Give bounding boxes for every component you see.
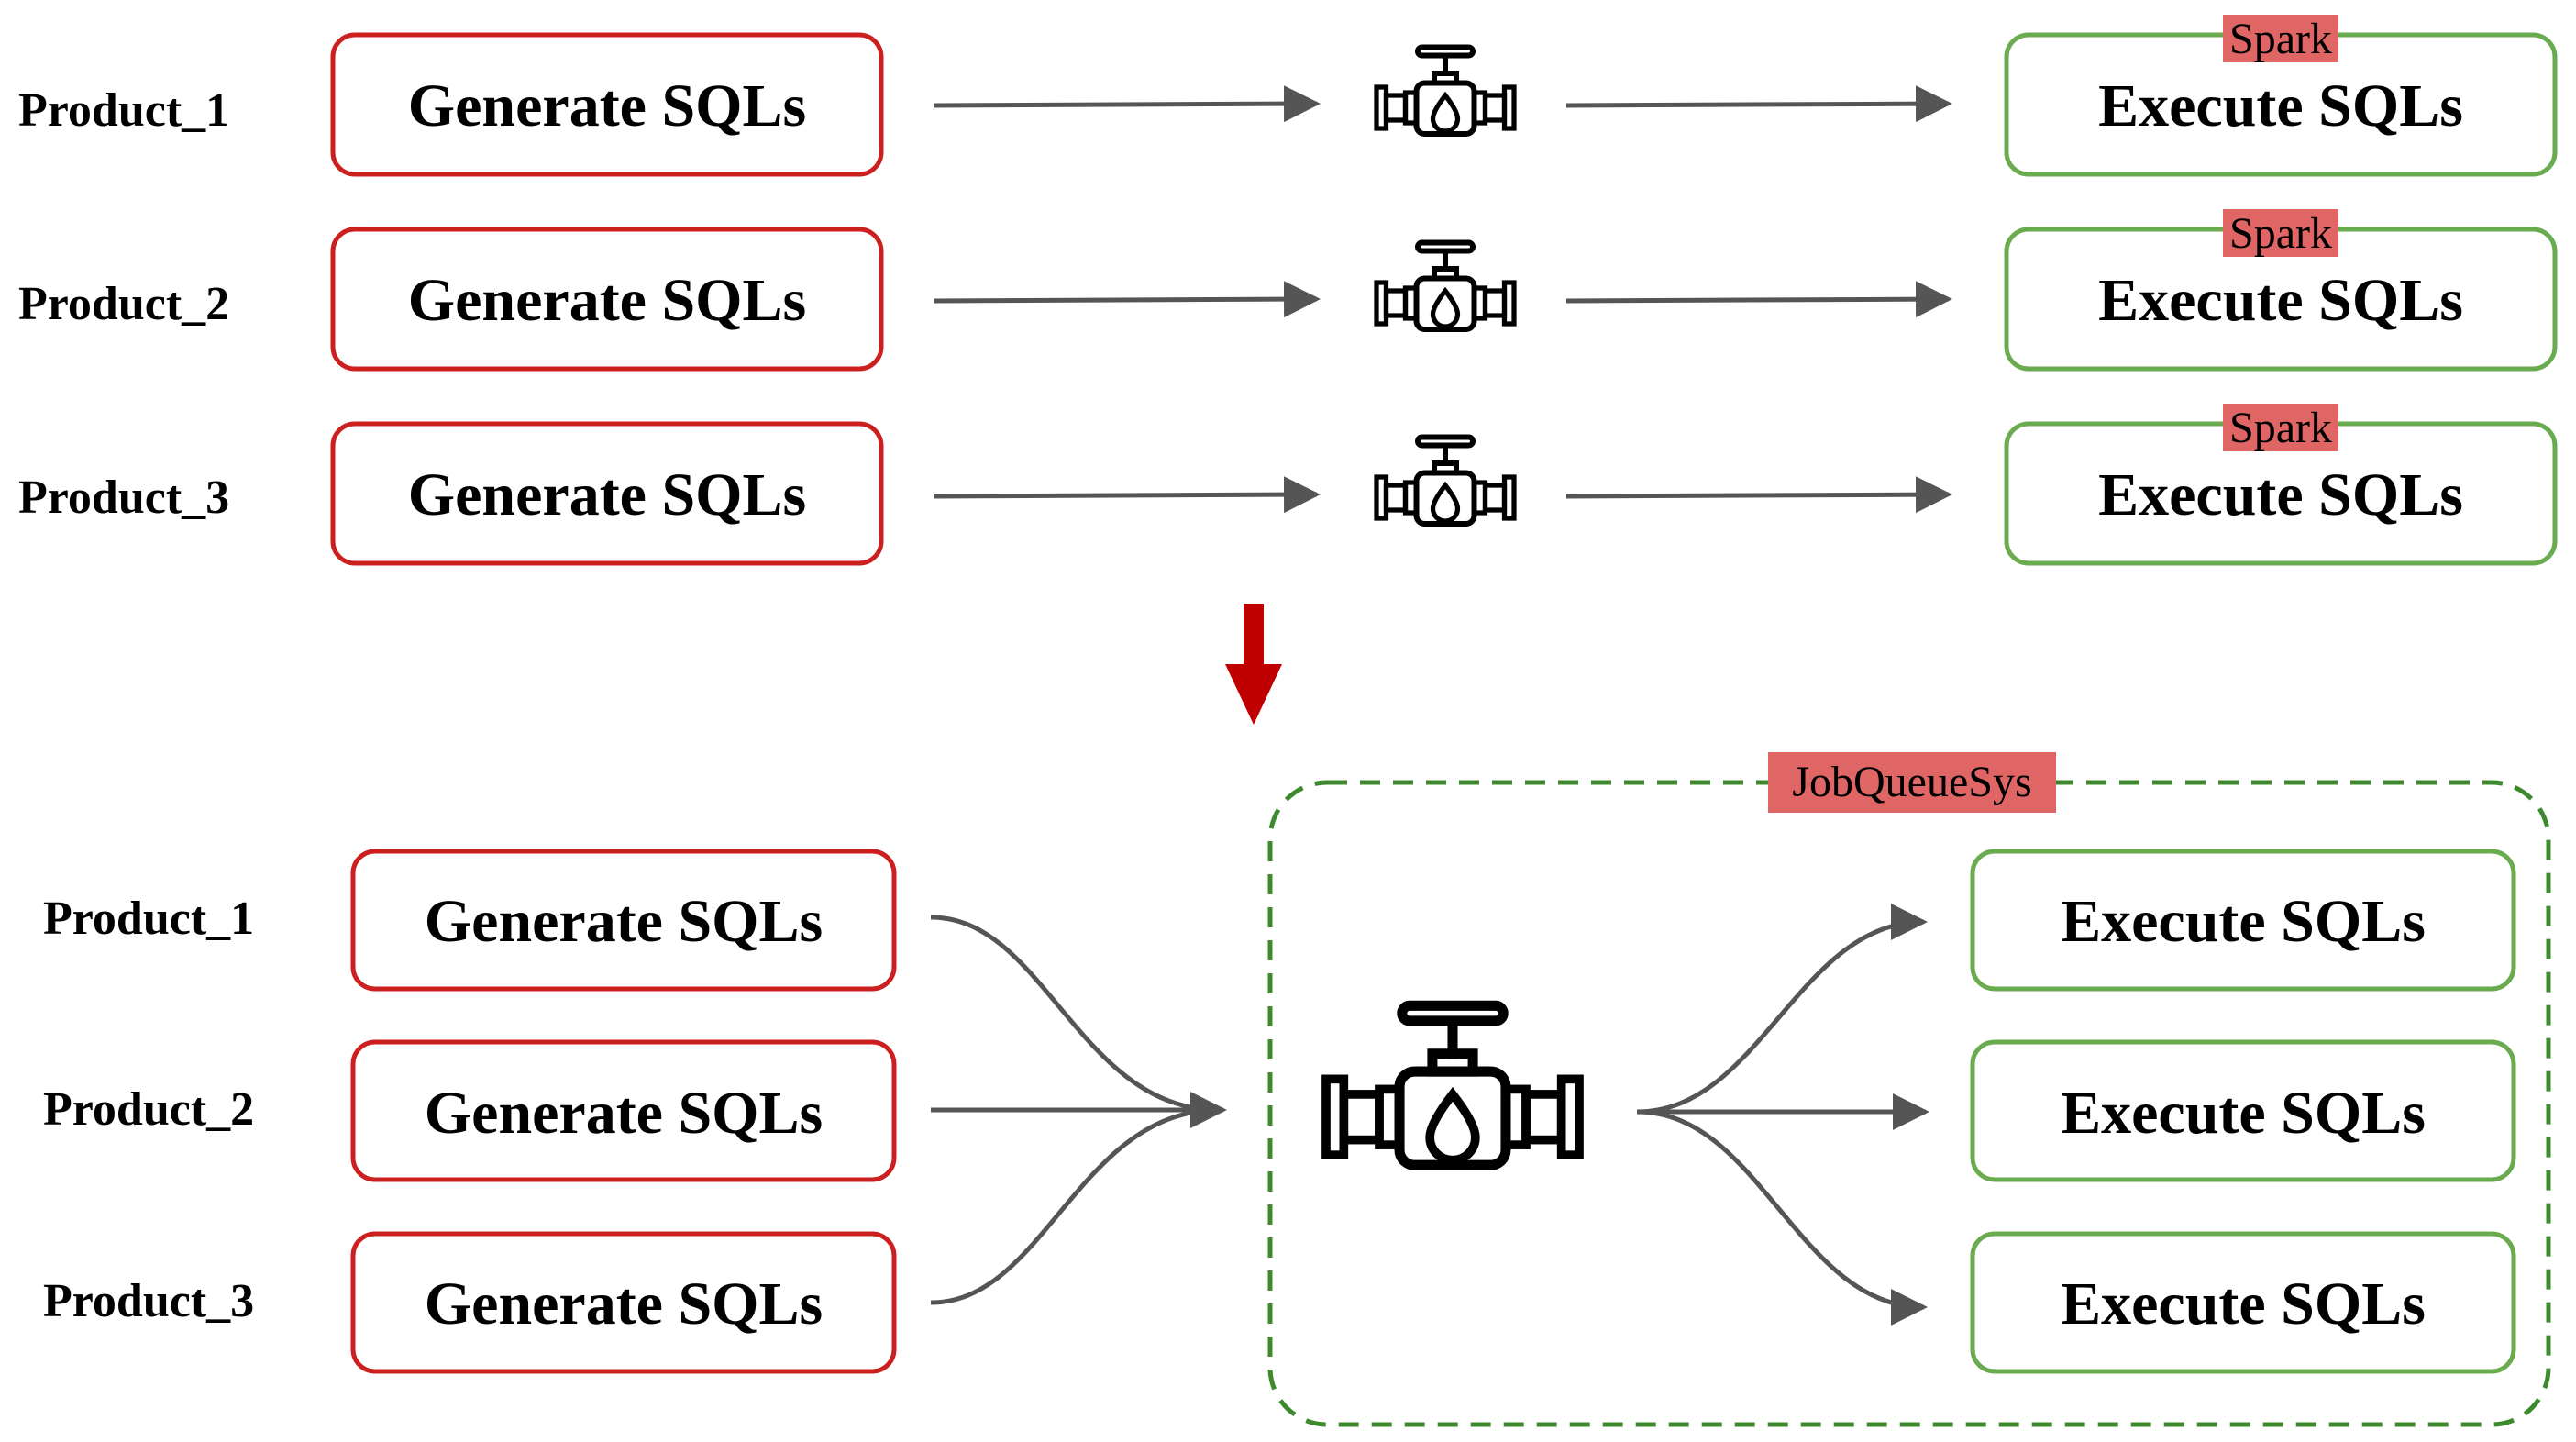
down-arrow-icon [1225, 604, 1282, 725]
execute-sqls-label: Execute SQLs [2098, 267, 2463, 334]
arrow [1565, 281, 1952, 318]
generate-sqls-box [330, 227, 884, 372]
generate-sqls-box [330, 421, 884, 566]
pipe-valve-icon [1376, 48, 1514, 135]
execute-sqls-label: Execute SQLs [2061, 1270, 2426, 1337]
before-section: Product_1 Generate SQLs Spark Execute SQ… [18, 15, 2558, 566]
diverge-arrow [1636, 904, 1928, 1115]
product-label: Product_3 [18, 471, 229, 524]
generate-sqls-box [350, 1039, 897, 1182]
arrow [933, 85, 1321, 123]
generate-sqls-label: Generate SQLs [408, 72, 806, 139]
arrow [1565, 85, 1952, 123]
pipe-valve-icon [1376, 243, 1514, 330]
spark-tag-label: Spark [2229, 404, 2332, 452]
job-queue-container [1267, 780, 2551, 1427]
diverge-arrow [1636, 1109, 1928, 1326]
product-label: Product_1 [18, 84, 229, 137]
generate-sqls-label: Generate SQLs [408, 267, 806, 334]
spark-tag [2223, 15, 2338, 62]
generate-sqls-box [330, 32, 884, 177]
execute-sqls-box [1970, 1039, 2516, 1182]
product-label: Product_1 [43, 893, 254, 945]
generate-sqls-label: Generate SQLs [425, 1080, 823, 1147]
generate-sqls-label: Generate SQLs [425, 1270, 823, 1337]
pipe-valve-icon [1326, 1005, 1579, 1165]
job-queue-tag-label: JobQueueSys [1792, 758, 2031, 806]
generate-sqls-box [350, 1231, 897, 1374]
execute-sqls-box [1970, 1231, 2516, 1374]
pipe-valve-icon [1376, 438, 1514, 525]
execute-sqls-box [1970, 849, 2516, 992]
generate-sqls-label: Generate SQLs [425, 888, 823, 955]
execute-sqls-label: Execute SQLs [2098, 72, 2463, 139]
generate-sqls-label: Generate SQLs [408, 461, 806, 528]
spark-tag-label: Spark [2229, 209, 2332, 258]
spark-tag [2223, 404, 2338, 451]
converge-arrow [930, 915, 1221, 1113]
execute-sqls-label: Execute SQLs [2098, 461, 2463, 528]
arrow [933, 281, 1321, 318]
generate-sqls-box [350, 849, 897, 992]
product-label: Product_3 [43, 1275, 254, 1327]
spark-tag-label: Spark [2229, 15, 2332, 63]
before-row-1: Product_1 Generate SQLs Spark Execute SQ… [18, 15, 2558, 177]
after-section: Product_1 Product_2 Product_3 Generate S… [43, 752, 2551, 1427]
product-label: Product_2 [43, 1083, 254, 1136]
spark-tag [2223, 209, 2338, 257]
before-row-3: Product_3 Generate SQLs Spark Execute SQ… [18, 404, 2558, 566]
converge-arrow [930, 1107, 1221, 1305]
job-queue-tag [1768, 752, 2056, 813]
execute-sqls-label: Execute SQLs [2061, 888, 2426, 955]
arrow [933, 476, 1321, 514]
product-label: Product_2 [18, 278, 229, 330]
before-row-2: Product_2 Generate SQLs Spark Execute SQ… [18, 209, 2558, 372]
arrow [1565, 476, 1952, 514]
execute-sqls-label: Execute SQLs [2061, 1080, 2426, 1147]
